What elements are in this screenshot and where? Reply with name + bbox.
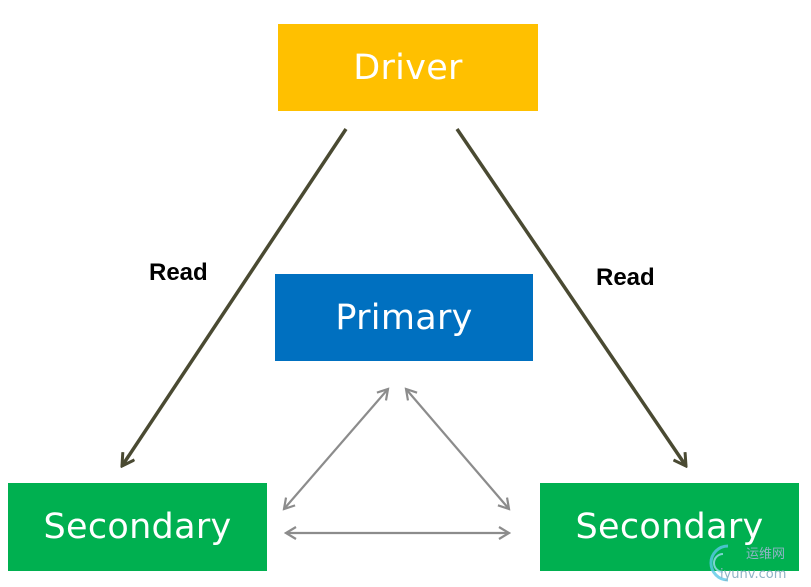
secondary-node-left: Secondary [8,483,267,571]
read-label-right: Read [596,264,655,291]
replication-arrow-primary-right [406,389,509,509]
replication-arrow-primary-left [284,389,388,509]
read-label-left: Read [149,259,208,286]
driver-node: Driver [278,24,538,111]
watermark-text-bottom: iyunv.com [720,567,786,582]
watermark-logo: 运维网 iyunv.com [709,544,786,582]
watermark-text-top: 运维网 [746,547,785,562]
secondary-node-right: Secondary [540,483,799,571]
read-arrow-left [122,128,348,466]
primary-node: Primary [275,274,533,361]
read-arrow-right [455,128,686,466]
